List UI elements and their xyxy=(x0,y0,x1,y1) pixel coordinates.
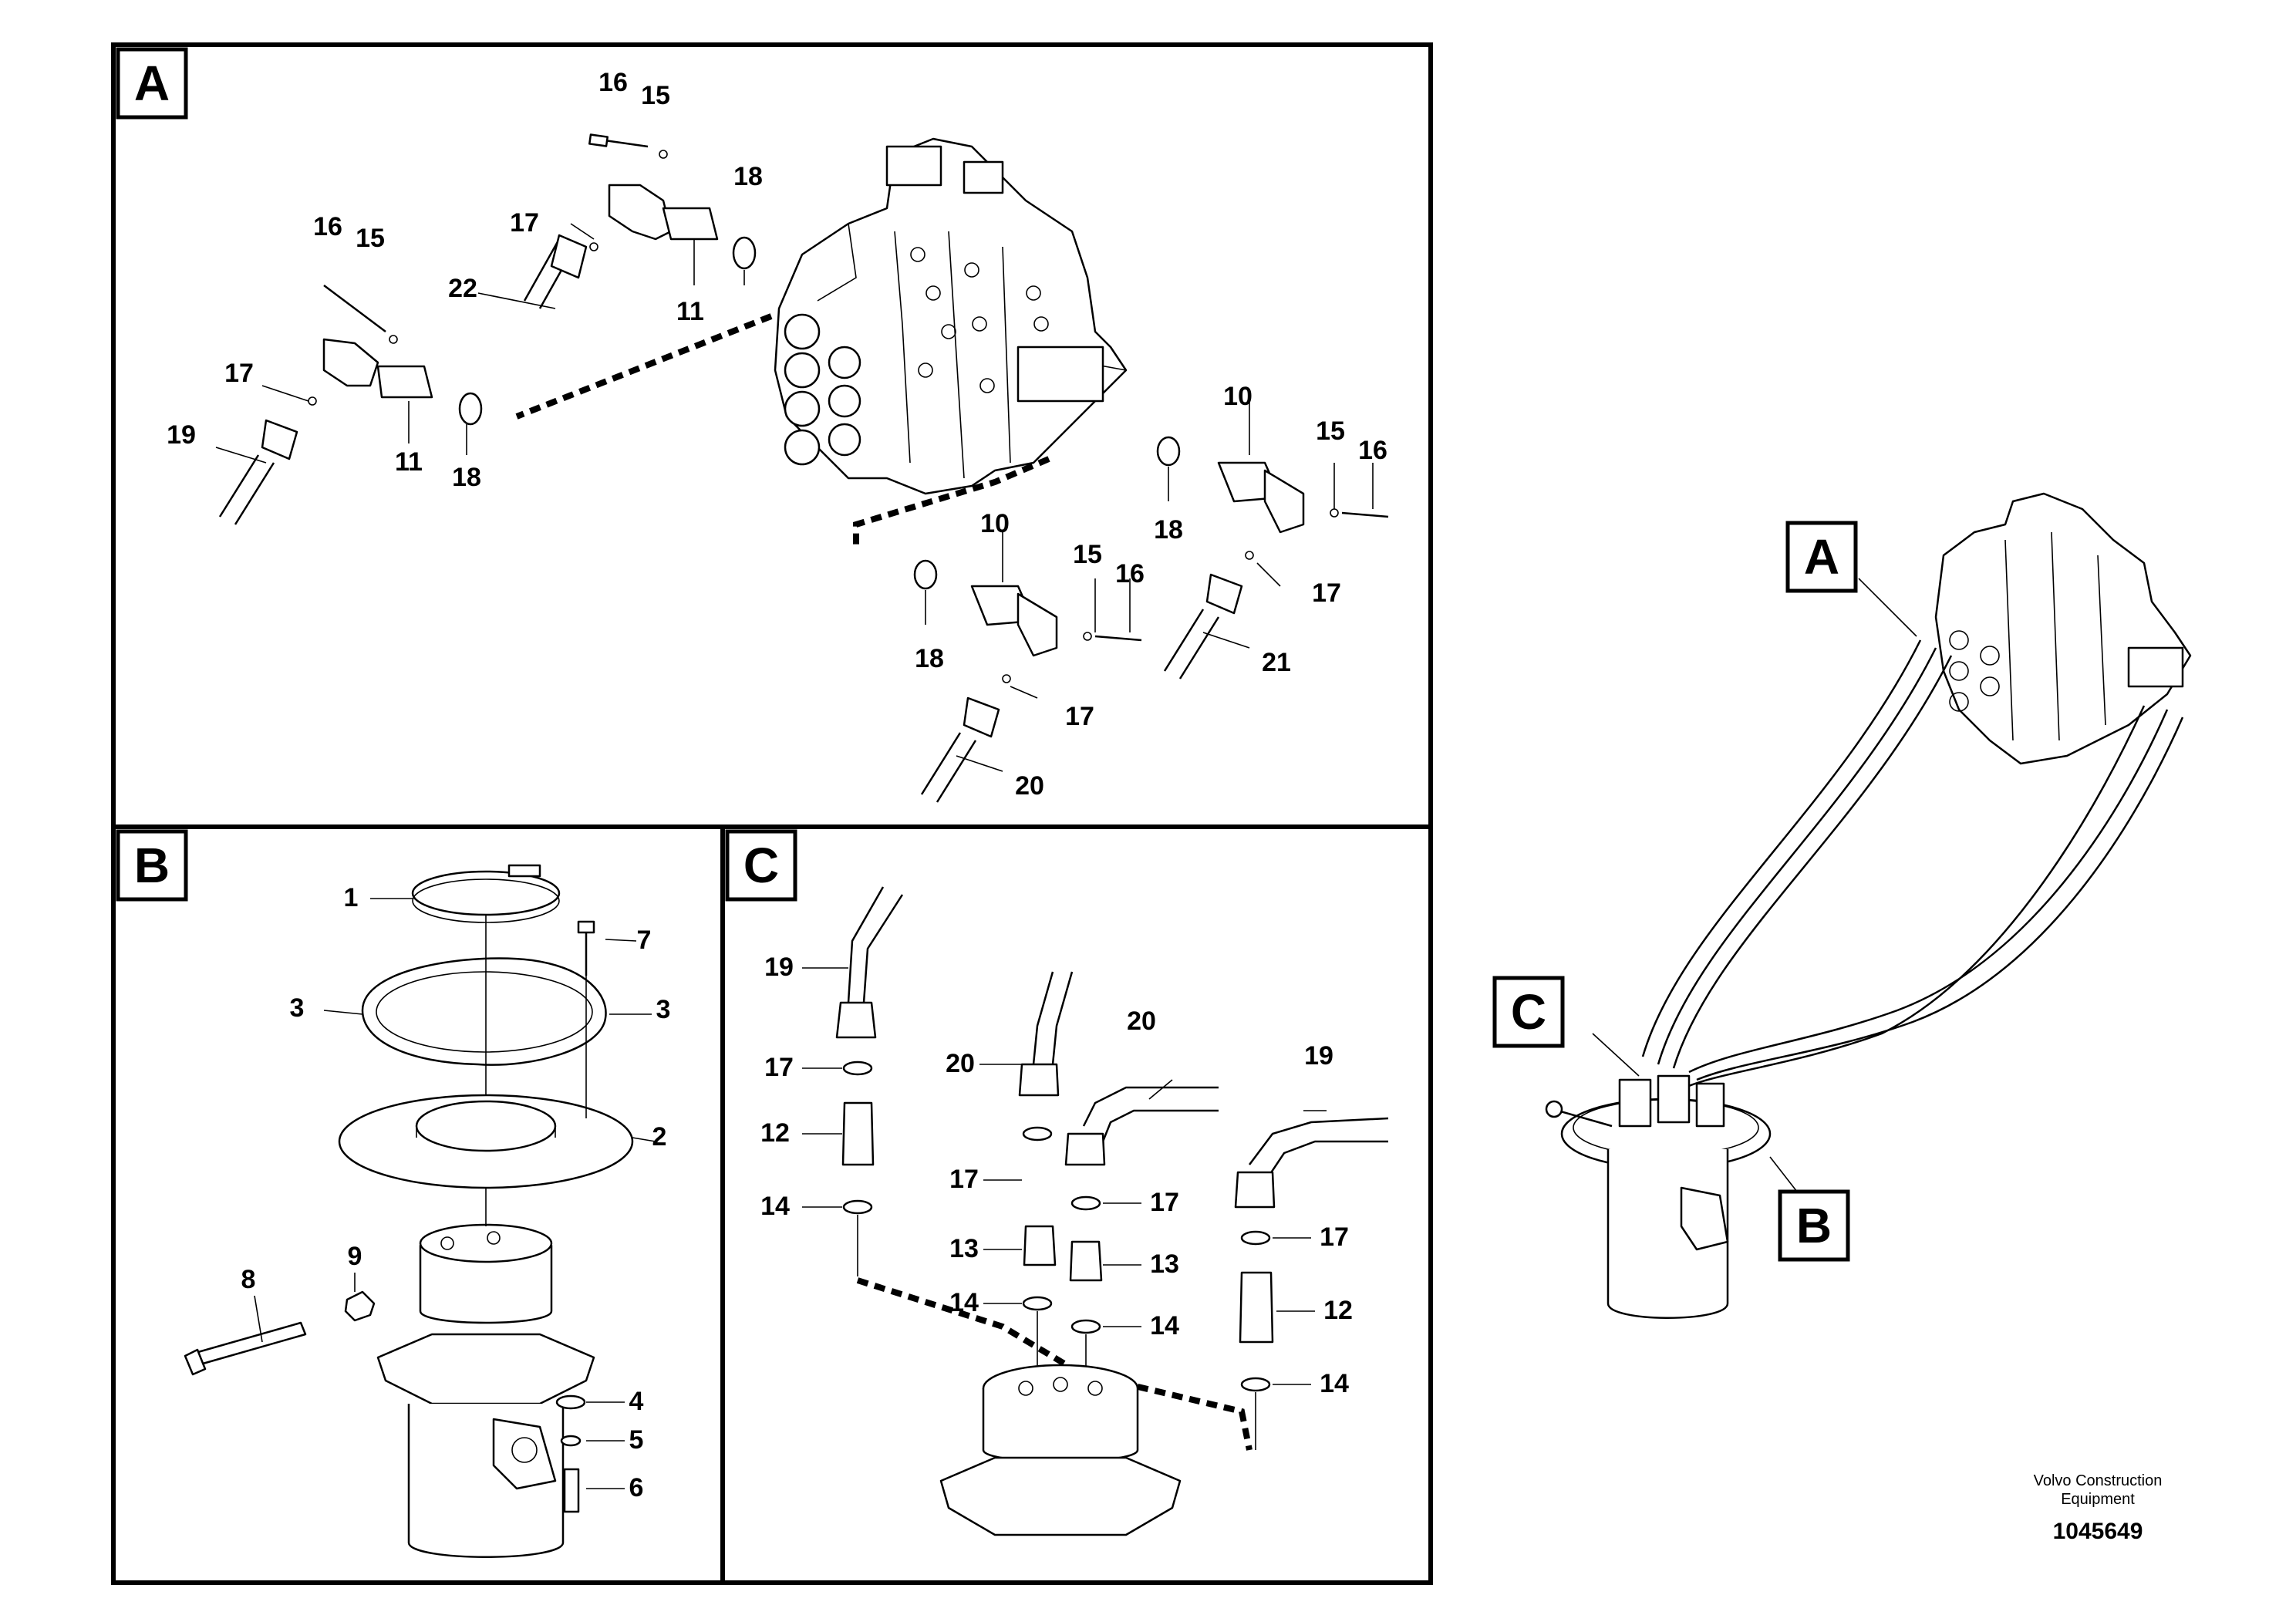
callout-12: 12 xyxy=(1323,1296,1353,1325)
overview-callout-b: B xyxy=(1778,1189,1850,1262)
callout-19: 19 xyxy=(1304,1041,1333,1071)
callout-17: 17 xyxy=(1312,578,1341,608)
callout-20: 20 xyxy=(1127,1007,1156,1036)
callout-8: 8 xyxy=(241,1265,256,1294)
control-valve-block xyxy=(774,137,1128,495)
overview-callout-c: C xyxy=(1492,976,1565,1048)
callout-3: 3 xyxy=(290,993,305,1023)
callout-15: 15 xyxy=(1073,540,1102,569)
panel-frames xyxy=(111,42,1433,1585)
overview-assembly xyxy=(1545,492,2192,1319)
callout-15: 15 xyxy=(356,224,385,253)
callout-9: 9 xyxy=(348,1242,362,1271)
callout-16: 16 xyxy=(1358,436,1387,465)
callout-15: 15 xyxy=(1316,416,1345,446)
callout-10: 10 xyxy=(980,509,1010,538)
callout-17: 17 xyxy=(949,1165,979,1194)
panel-tag-b: B xyxy=(116,829,188,902)
callout-17: 17 xyxy=(1320,1222,1349,1252)
routing-line-a2 xyxy=(853,456,1050,548)
callout-22: 22 xyxy=(448,274,477,303)
svg-text:B: B xyxy=(1796,1198,1832,1253)
callout-10: 10 xyxy=(1223,382,1253,411)
callout-6: 6 xyxy=(629,1473,644,1502)
callout-17: 17 xyxy=(1065,702,1094,731)
callout-21: 21 xyxy=(1262,648,1291,677)
callout-5: 5 xyxy=(629,1425,644,1455)
callout-14: 14 xyxy=(949,1288,979,1317)
svg-text:A: A xyxy=(1804,529,1839,585)
callout-14: 14 xyxy=(760,1192,790,1221)
fitting-group-right xyxy=(1156,393,1389,679)
callout-14: 14 xyxy=(1150,1311,1179,1340)
callout-16: 16 xyxy=(313,212,342,241)
callout-17: 17 xyxy=(510,208,539,238)
hose-connection-exploded xyxy=(802,886,1389,1536)
overview-callout-a: A xyxy=(1785,521,1858,593)
callout-19: 19 xyxy=(764,953,794,982)
panel-tag-a: A xyxy=(116,47,188,120)
routing-line-a1 xyxy=(515,313,773,420)
callout-18: 18 xyxy=(915,644,944,673)
callout-17: 17 xyxy=(1150,1188,1179,1217)
callout-19: 19 xyxy=(167,420,196,450)
callout-17: 17 xyxy=(764,1053,794,1082)
callout-15: 15 xyxy=(641,81,670,110)
callout-12: 12 xyxy=(760,1118,790,1148)
document-number: 1045649 xyxy=(2053,1519,2143,1544)
swivel-joint-exploded xyxy=(184,864,656,1558)
callout-16: 16 xyxy=(1115,559,1145,588)
fitting-group-top xyxy=(477,133,757,309)
callout-18: 18 xyxy=(733,162,763,191)
callout-3: 3 xyxy=(656,995,671,1024)
callout-1: 1 xyxy=(344,883,359,912)
callout-7: 7 xyxy=(637,926,652,955)
callout-4: 4 xyxy=(629,1387,644,1416)
callout-11: 11 xyxy=(395,447,423,477)
callout-16: 16 xyxy=(598,68,628,97)
panel-label-c: C xyxy=(743,838,779,893)
fitting-group-low xyxy=(913,532,1142,803)
callout-20: 20 xyxy=(1015,771,1044,801)
company-name-line2: Equipment xyxy=(2061,1491,2135,1508)
svg-text:C: C xyxy=(1511,984,1546,1040)
callout-14: 14 xyxy=(1320,1369,1349,1398)
callout-18: 18 xyxy=(452,463,481,492)
company-name-line1: Volvo Construction xyxy=(2034,1472,2163,1489)
callout-2: 2 xyxy=(652,1122,667,1152)
panel-tag-c: C xyxy=(725,829,797,902)
footer-caption: Volvo Construction Equipment 1045649 xyxy=(2034,1472,2163,1544)
callout-18: 18 xyxy=(1154,515,1183,545)
callout-17: 17 xyxy=(224,359,254,388)
panel-label-a: A xyxy=(134,56,170,111)
callout-20: 20 xyxy=(946,1049,975,1078)
callout-11: 11 xyxy=(676,297,704,326)
callout-13: 13 xyxy=(949,1234,979,1263)
panel-label-b: B xyxy=(134,838,170,893)
callout-13: 13 xyxy=(1150,1249,1179,1279)
fitting-group-left xyxy=(215,285,483,525)
